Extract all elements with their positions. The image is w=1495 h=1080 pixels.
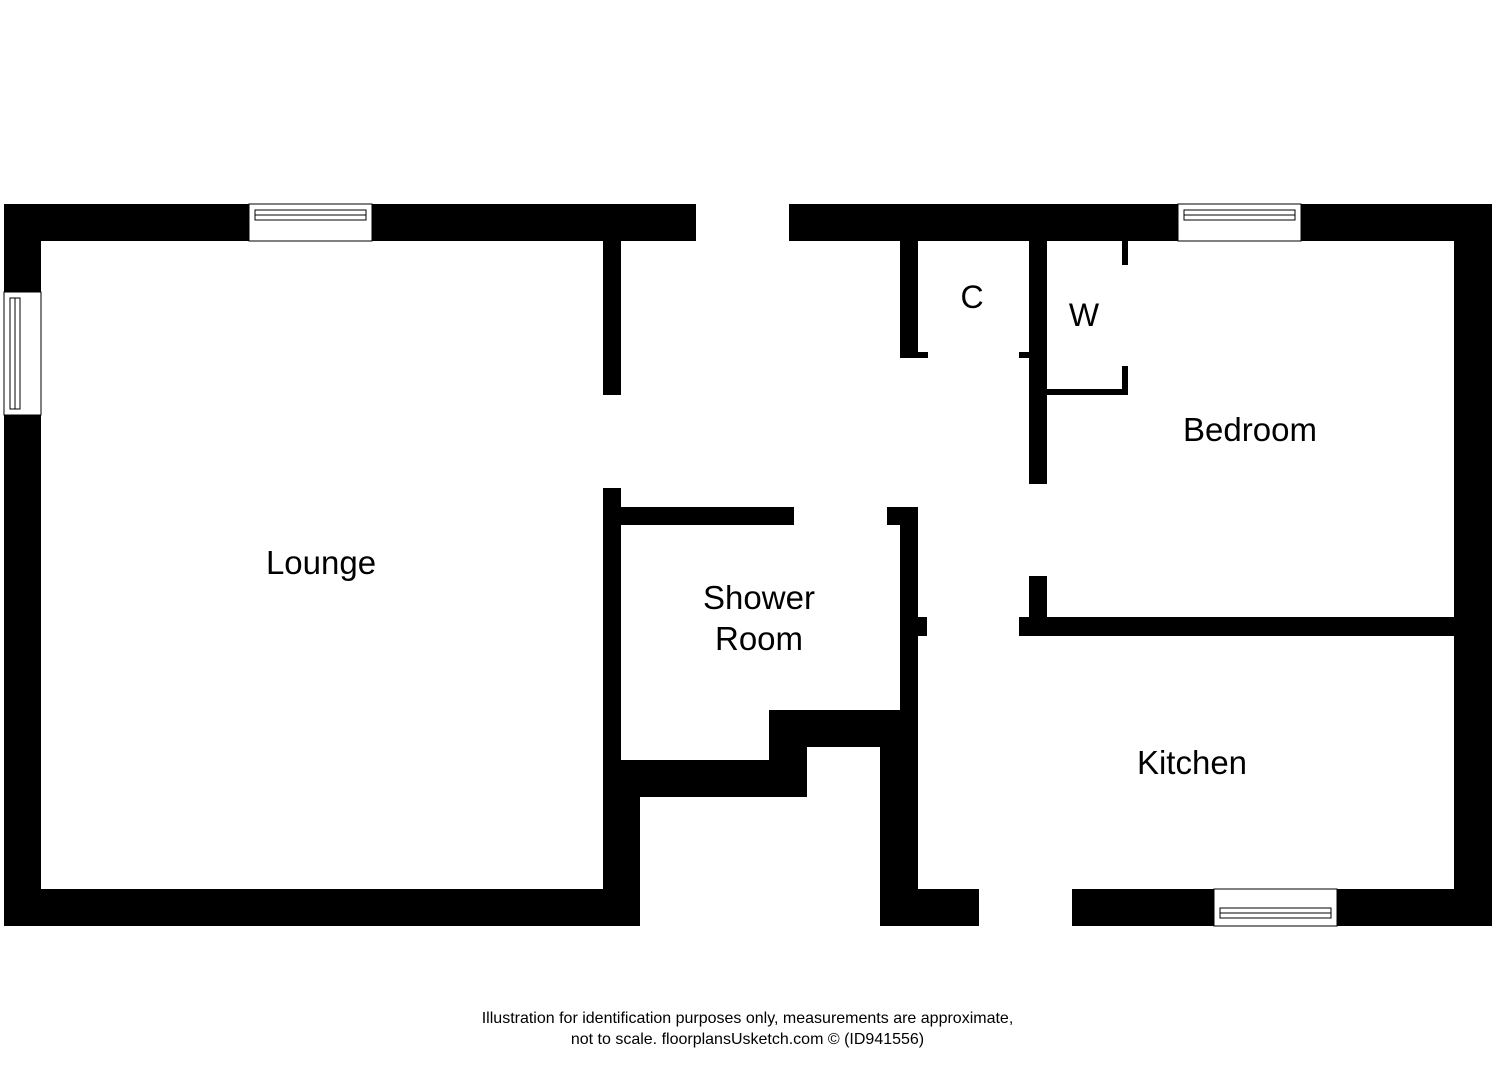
wall-wardrobe-right-lower (1122, 366, 1128, 395)
walls (4, 204, 1492, 926)
window-lounge-top (248, 203, 373, 242)
wall-hall-lower (880, 747, 918, 926)
wall-lounge-upper (603, 241, 621, 395)
wall-bedroom-left (1029, 358, 1047, 484)
room-label-lounge: Lounge (266, 544, 376, 581)
windows (3, 203, 1338, 927)
wall-shower-step-vertical (769, 710, 807, 797)
room-label-cupboard: C (960, 279, 983, 315)
wall-bedroom-kitchen (1019, 617, 1492, 636)
wall-bottom-left (4, 889, 640, 926)
disclaimer-line-2: not to scale. floorplansUsketch.com © (I… (570, 1031, 925, 1048)
wall-right (1454, 204, 1492, 926)
room-label-kitchen: Kitchen (1137, 744, 1247, 781)
room-label-bedroom: Bedroom (1183, 411, 1317, 448)
wall-cupboard-right (1029, 241, 1047, 358)
wall-wardrobe-bottom (1029, 389, 1128, 395)
window-lounge-left (3, 291, 42, 416)
room-label-shower-line1: Shower (703, 579, 815, 616)
wall-top-right (789, 204, 1492, 241)
wall-cupboard-right-foot (1019, 352, 1047, 358)
room-label-wardrobe: W (1069, 297, 1100, 333)
disclaimer-line-1: Illustration for identification purposes… (481, 1010, 1014, 1027)
wall-wardrobe-top-stub (1122, 241, 1128, 265)
wall-shower-right-tab (900, 617, 927, 636)
window-bedroom-top (1177, 203, 1302, 242)
wall-cupboard-left (900, 241, 918, 358)
wall-cupboard-foot (900, 352, 928, 358)
room-label-shower-line2: Room (715, 620, 803, 657)
wall-shower-top (603, 507, 794, 525)
room-labels: Lounge Shower Room C W Bedroom Kitchen (266, 279, 1317, 781)
window-kitchen-bottom (1213, 888, 1338, 927)
